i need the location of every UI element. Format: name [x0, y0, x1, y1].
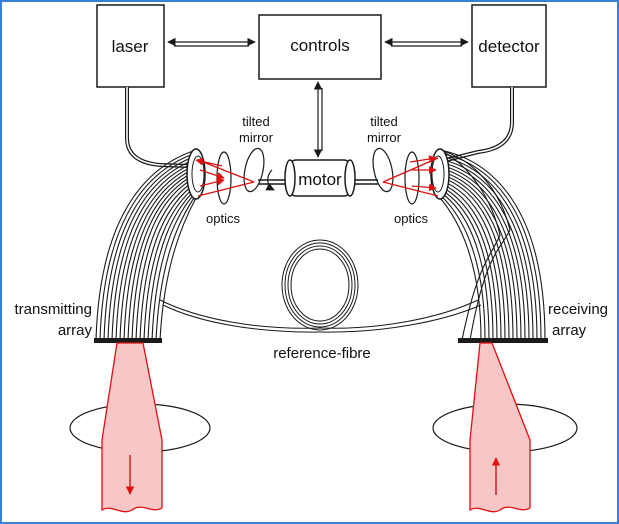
motor: motor [258, 159, 378, 197]
reference-fibre-loop [159, 239, 482, 333]
laser-box: laser [96, 4, 165, 88]
receiving-array-edge [458, 338, 548, 343]
right-tilted-mirror [372, 147, 394, 193]
left-red-beam [195, 157, 255, 197]
controls-box: controls [258, 14, 382, 80]
detector-fibre [445, 87, 514, 162]
right-optics [372, 147, 420, 205]
left-tilted-mirror [243, 147, 265, 193]
reference-fibre-label: reference-fibre [273, 345, 371, 362]
motor-label: motor [298, 170, 342, 189]
receiving-array-label: array [552, 322, 587, 339]
tilted-left-label: tilted [242, 114, 269, 129]
transmitting-fibre-bundle [95, 149, 197, 341]
received-beam [432, 342, 578, 513]
laser-fibre [125, 87, 191, 168]
controls-detector-arrow [384, 37, 469, 47]
controls-motor-arrow [313, 81, 323, 158]
right-red-beam [382, 155, 439, 197]
controls-label: controls [290, 36, 350, 55]
laser-controls-arrow [167, 37, 256, 47]
tilted-right-label: tilted [370, 114, 397, 129]
optics-right-label: optics [394, 211, 428, 226]
transmitting-label: transmitting [14, 301, 92, 318]
optics-left-label: optics [206, 211, 240, 226]
detector-label: detector [478, 37, 540, 56]
laser-label: laser [112, 37, 149, 56]
transmitting-array-edge [94, 338, 162, 343]
mirror-left-label: mirror [239, 130, 274, 145]
detector-box: detector [471, 4, 547, 88]
transmitting-array-label: array [58, 322, 93, 339]
receiving-fibre-bundle [439, 149, 546, 341]
mirror-right-label: mirror [367, 130, 402, 145]
left-optics [216, 147, 265, 205]
transmitted-beam [69, 342, 211, 513]
receiving-label: receiving [548, 301, 608, 318]
right-lens [404, 151, 420, 205]
